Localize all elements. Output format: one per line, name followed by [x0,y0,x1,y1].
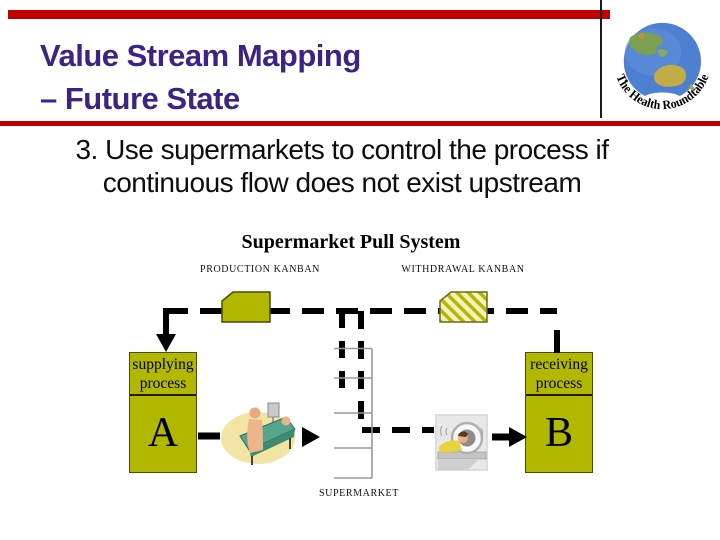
clipart-nurse-body [247,419,263,453]
clipart-bed-top [239,416,296,451]
production-kanban-label: PRODUCTION KANBAN [200,264,320,275]
receiving-process-box: receiving process B [525,352,593,473]
right-arrowhead-icon-left [302,427,320,447]
clipart-scanner-table [437,451,487,460]
clipart-nurse-head [249,407,261,419]
clipart-background-oval [221,412,295,464]
supplying-process-box: supplying process A [129,352,197,473]
kanban-signal-path [163,308,560,433]
down-arrowhead-icon [156,334,176,352]
slide-title-line2: – Future State [40,81,240,116]
clipart-scanner-bore [458,429,476,447]
clipart-patient-head [281,416,291,426]
supplying-process-letter: A [147,410,179,456]
clipart-scanner-background-inner [437,416,486,469]
globe-land-nz [688,84,696,93]
clipart-motion-marks-left [439,425,448,437]
clipart-motion-marks-right [480,427,484,439]
receiving-process-letter: B [544,410,573,456]
clipart-patient-hair [458,431,468,437]
supermarket-label: SUPERMARKET [319,488,399,499]
slide-subtitle: 3. Use supermarkets to control the proce… [0,133,684,199]
withdrawal-kanban-card-icon [439,291,488,323]
globe-land-spot [638,33,645,40]
globe-land-islands [657,49,669,57]
clipart-bed-side [249,429,295,457]
globe-land-australia [653,64,686,87]
slide-title-line1: Value Stream Mapping [40,38,361,73]
slide-title: Value Stream Mapping – Future State [40,34,600,120]
clipart-scanner-table-base [438,459,479,470]
health-roundtable-logo: The Health Roundtable [604,18,717,122]
title-underline-bar [0,121,720,126]
diagram-title: Supermarket Pull System [241,231,461,253]
subtitle-line1: 3. Use supermarkets to control the proce… [75,134,609,165]
clipart-scanner-background [435,414,488,471]
clipart-monitor [267,402,280,418]
patient-scanner-clipart [435,414,488,471]
withdrawal-kanban-label: WITHDRAWAL KANBAN [401,264,525,275]
globe-icon: The Health Roundtable [613,22,712,112]
top-accent-bar [8,10,610,19]
subtitle-line2: continuous flow does not exist upstream [102,167,582,198]
supermarket-icon [334,347,373,479]
clipart-scanner-patient-head [458,433,468,443]
kanban-center-drop-line-2 [358,311,434,433]
logo-separator-line [600,0,602,118]
receiving-process-header: receiving process [526,353,592,396]
globe-land-asia [629,32,663,56]
globe-antarctica [642,92,683,106]
supplying-process-header: supplying process [130,353,196,396]
nurse-bed-clipart [221,402,296,465]
clipart-patient-body [439,440,462,453]
clipart-scanner-ring [450,421,484,455]
production-kanban-card-icon [221,291,271,323]
